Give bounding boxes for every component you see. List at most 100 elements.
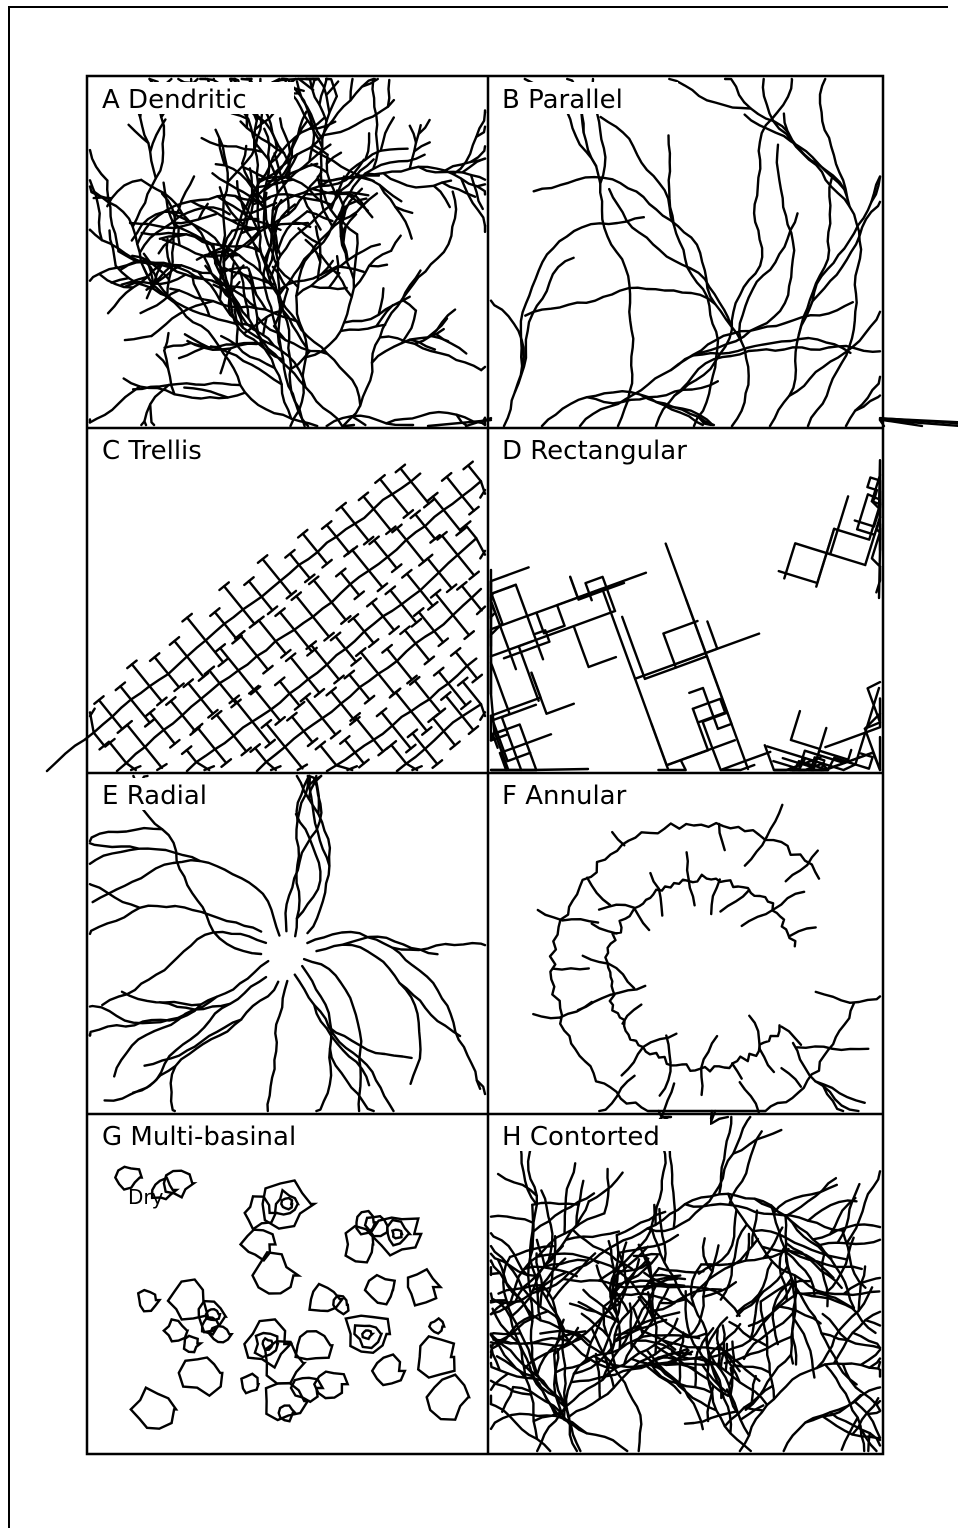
- trellis-tributary: [397, 661, 412, 680]
- trellis-main-stream: [187, 538, 476, 771]
- contorted-stream: [865, 1320, 880, 1325]
- panel-annular: [533, 805, 880, 1123]
- contorted-stream: [685, 1204, 843, 1230]
- dendritic-stream: [434, 186, 450, 207]
- contorted-stream: [847, 1171, 880, 1243]
- contorted-stream: [565, 1163, 576, 1233]
- trellis-tributary: [419, 612, 435, 631]
- annular-tributary: [832, 1049, 868, 1050]
- dendritic-stream: [388, 80, 389, 107]
- closed-basin: [408, 1269, 441, 1305]
- dendritic-stream: [278, 335, 328, 354]
- contorted-stream: [630, 1304, 632, 1349]
- trellis-tributary: [187, 657, 204, 677]
- rectangular-stream: [622, 617, 707, 679]
- trellis-tributary: [290, 554, 299, 565]
- radial-stream: [90, 906, 261, 934]
- trellis-tributary: [439, 573, 452, 589]
- trellis-tributary: [353, 618, 364, 631]
- annular-tributary: [701, 1068, 702, 1095]
- trellis-tributary: [378, 674, 394, 694]
- trellis-tributary: [155, 657, 169, 674]
- contorted-stream: [532, 1203, 577, 1205]
- dendritic-stream: [111, 278, 128, 283]
- trellis-tributary: [374, 509, 391, 530]
- trellis-tributary: [262, 597, 273, 611]
- dendritic-stream: [341, 325, 385, 331]
- contorted-stream: [784, 1387, 880, 1451]
- dendritic-stream: [129, 125, 149, 143]
- annular-tributary: [711, 880, 720, 915]
- closed-basin: [310, 1284, 343, 1311]
- annular-tributary: [850, 996, 880, 1002]
- contorted-stream: [695, 1352, 697, 1388]
- dendritic-stream: [410, 126, 416, 143]
- radial-stream: [295, 975, 394, 1111]
- rectangular-stream: [574, 626, 616, 667]
- rectangular-stream: [791, 711, 820, 749]
- trellis-tributary: [411, 482, 429, 504]
- contorted-stream: [868, 1433, 870, 1451]
- trellis-tributary: [127, 725, 145, 747]
- trellis-tributary: [240, 635, 257, 656]
- dendritic-stream: [477, 184, 485, 186]
- trellis-tributary: [198, 728, 215, 750]
- closed-basin: [429, 1318, 444, 1333]
- radial-stream: [317, 945, 421, 1084]
- annular-tributary: [749, 1016, 760, 1049]
- annular-tributary: [563, 919, 599, 922]
- trellis-tributary: [120, 686, 131, 699]
- trellis-tributary: [355, 753, 364, 764]
- trellis-tributary: [327, 665, 339, 680]
- trellis-tributary: [243, 610, 255, 624]
- contorted-stream: [820, 1240, 880, 1245]
- trellis-tributary: [145, 747, 162, 768]
- trellis-tributary: [349, 675, 359, 688]
- rectangular-stream: [491, 611, 615, 656]
- trellis-tributary: [294, 630, 312, 652]
- parallel-stream: [491, 301, 524, 426]
- annular-outlet-stream: [816, 1081, 865, 1102]
- trellis-tributary: [472, 598, 482, 611]
- contorted-stream: [726, 1344, 727, 1371]
- radial-stream: [105, 982, 279, 1101]
- dendritic-stream: [345, 425, 354, 426]
- trellis-tributary: [311, 645, 327, 665]
- trellis-tributary: [276, 641, 286, 654]
- trellis-tributary: [257, 656, 268, 670]
- trellis-tributary: [402, 604, 417, 622]
- trellis-tributary: [224, 586, 243, 609]
- panel-label-contorted: H Contorted: [502, 1122, 660, 1152]
- closed-basin: [184, 1336, 201, 1352]
- annular-tributary: [599, 905, 634, 910]
- trellis-tributary: [290, 694, 300, 706]
- trellis-tributary: [387, 649, 397, 661]
- closed-basin: [387, 1220, 410, 1245]
- dendritic-stream: [381, 118, 394, 151]
- parallel-stream: [521, 217, 644, 366]
- trellis-tributary: [346, 649, 357, 662]
- trellis-tributary: [369, 571, 383, 588]
- closed-basin: [362, 1331, 372, 1339]
- trellis-tributary: [405, 630, 416, 643]
- contorted-stream: [773, 1185, 837, 1214]
- trellis-tributary: [407, 574, 420, 591]
- trellis-tributary: [313, 617, 329, 637]
- trellis-tributary: [458, 555, 475, 575]
- contorted-stream: [589, 1173, 623, 1202]
- dendritic-stream: [343, 192, 456, 426]
- contorted-stream: [566, 1232, 619, 1240]
- trellis-tributary: [442, 536, 458, 555]
- dendritic-stream: [352, 416, 366, 425]
- trellis-tributary: [364, 632, 373, 644]
- trellis-tributary: [187, 618, 206, 641]
- annular-tributary: [611, 986, 646, 995]
- radial-stream: [477, 1080, 485, 1094]
- trellis-tributary: [341, 507, 355, 524]
- annular-tributary: [719, 824, 725, 850]
- dendritic-stream: [90, 150, 107, 181]
- annular-tributary: [660, 1062, 671, 1095]
- panel-rectangular: [491, 460, 880, 770]
- trellis-tributary: [308, 679, 319, 693]
- dendritic-stream: [212, 255, 239, 256]
